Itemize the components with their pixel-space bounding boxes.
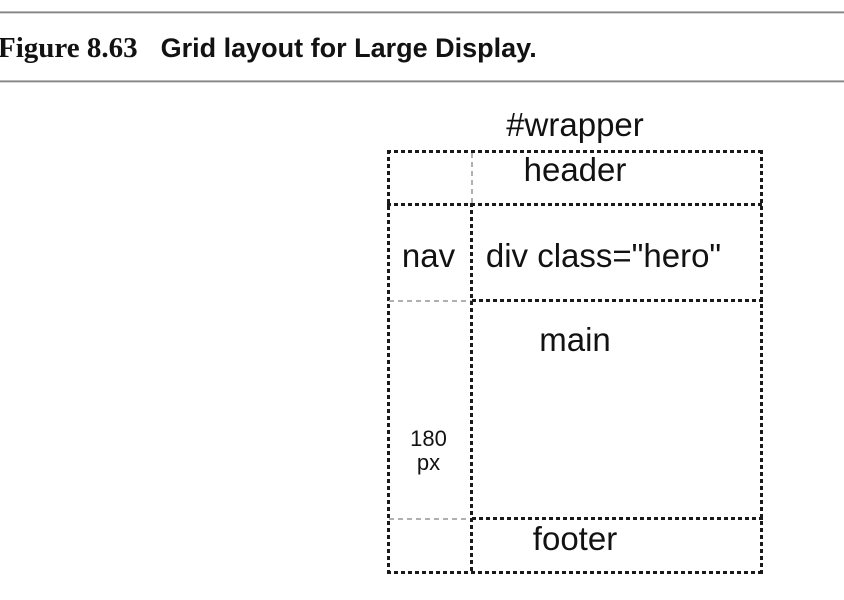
nav-width-unit: px bbox=[416, 450, 441, 475]
header-bottom-line bbox=[387, 203, 763, 206]
border-bottom bbox=[387, 571, 763, 574]
wrapper-grid-box: header nav div class="hero" main footer … bbox=[387, 150, 763, 574]
footer-top-line-left-gray bbox=[389, 518, 472, 520]
nav-width-annotation: 180 px bbox=[387, 427, 470, 475]
nav-width-value: 180 bbox=[410, 426, 447, 451]
nav-cell-label: nav bbox=[401, 237, 456, 274]
footer-top-line bbox=[472, 517, 763, 520]
main-cell-label: main bbox=[539, 321, 611, 358]
hero-bottom-line-left-gray bbox=[389, 300, 472, 302]
border-right bbox=[760, 150, 763, 574]
border-left bbox=[387, 150, 390, 574]
figure-caption: Figure 8.63 Grid layout for Large Displa… bbox=[0, 34, 537, 63]
grid-layout-diagram: #wrapper header nav div class="hero" mai… bbox=[387, 104, 763, 574]
header-cell-label: header bbox=[523, 151, 627, 188]
column-divider bbox=[470, 203, 473, 574]
footer-cell-label: footer bbox=[532, 520, 618, 557]
hero-cell-label: div class="hero" bbox=[485, 237, 722, 274]
figure-number: Figure 8.63 bbox=[0, 32, 138, 64]
border-top bbox=[387, 150, 763, 153]
wrapper-id-label: #wrapper bbox=[506, 106, 644, 143]
caption-divider-rule bbox=[0, 80, 844, 83]
figure-title: Grid layout for Large Display. bbox=[160, 33, 537, 63]
hero-bottom-line bbox=[472, 299, 763, 302]
top-divider-rule bbox=[0, 11, 844, 14]
column-divider-header-gray bbox=[471, 153, 473, 203]
